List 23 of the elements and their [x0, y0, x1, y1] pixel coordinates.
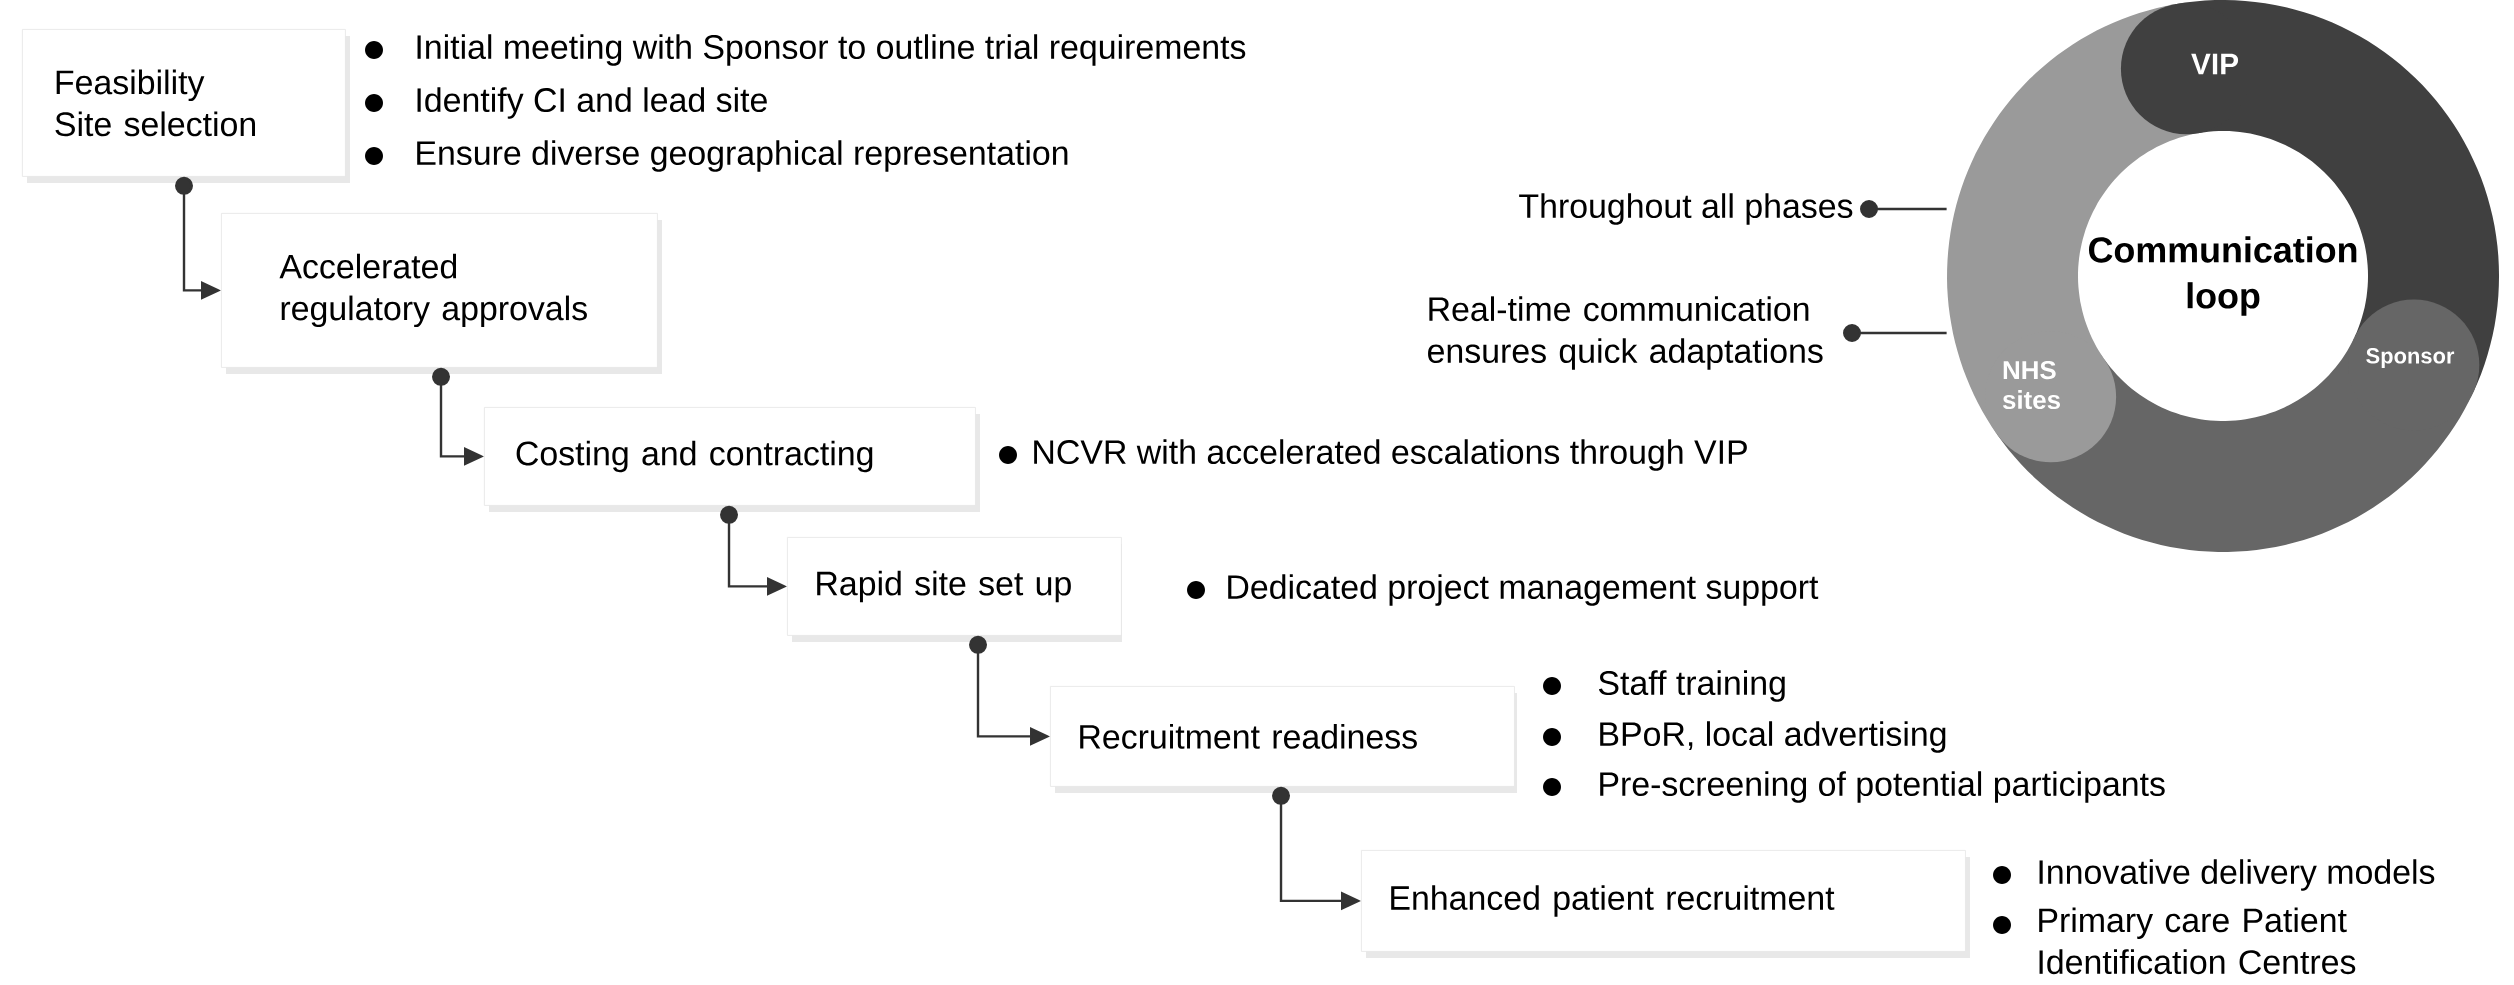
bullet-text: Primary care Patient Identification Centres — [2039, 907, 2356, 975]
process-box: Costing and contracting — [484, 407, 980, 512]
bullet-text: Innovative delivery models — [2039, 859, 2435, 891]
annotation-text: Throughout all phases — [1519, 193, 1853, 225]
segment-label: VIP — [2191, 53, 2239, 75]
annotation-text: Real-time communication ensures quick adaptations — [1428, 296, 1823, 370]
process-box: Enhanced patient recruitment — [1361, 850, 1970, 958]
connector-arrow — [1843, 324, 1947, 342]
bullet-text: Pre-screening of potential participants — [1600, 771, 2165, 803]
bullet-text: Identify CI and lead site — [417, 87, 767, 119]
segment-label: NHS sites — [2002, 360, 2060, 410]
process-box: Recruitment readiness — [1050, 686, 1517, 793]
bullet-text: Dedicated project management support — [1228, 574, 1819, 606]
connector-arrow — [1860, 200, 1947, 218]
process-box: Accelerated regulatory approvals — [221, 213, 662, 374]
process-box: Feasibility Site selection — [22, 29, 350, 183]
bullet-text: NCVR with accelerated escalations through VIP — [1034, 439, 1747, 471]
bullet-text: Staff training — [1598, 670, 1785, 702]
segment-label: Sponsor — [2366, 348, 2455, 368]
bullet-text: Ensure diverse geographical representation — [417, 140, 1068, 172]
bullet-text: BPoR, local advertising — [1600, 721, 1946, 753]
process-box: Rapid site set up — [787, 537, 1122, 642]
bullet-text: Initial meeting with Sponsor to outline trial requirements — [417, 34, 1246, 66]
